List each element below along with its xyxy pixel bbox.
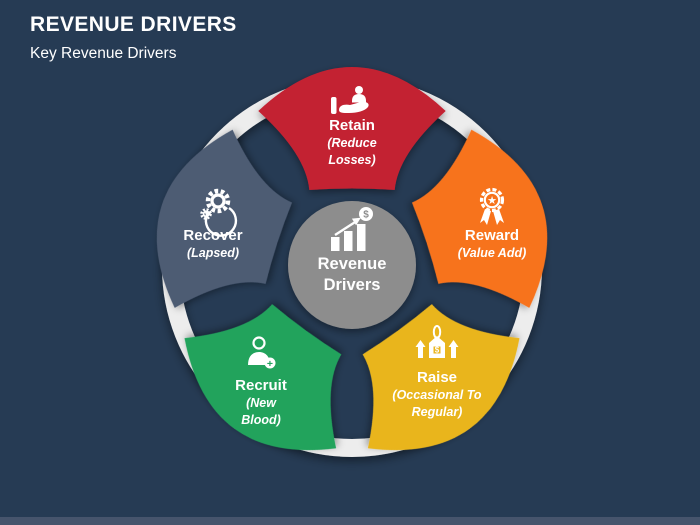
segment-title: Recruit xyxy=(235,377,287,394)
price-tag-increase-icon: $ xyxy=(415,325,459,358)
segment-label-recruit: Recruit (New Blood) xyxy=(228,377,294,428)
blades xyxy=(156,67,548,451)
segment-label-raise: Raise (Occasional To Regular) xyxy=(385,369,489,420)
center-hub-circle xyxy=(288,201,416,329)
footer-strip xyxy=(0,517,700,525)
blade-raise xyxy=(362,304,520,451)
hand-holding-person-icon xyxy=(331,86,369,114)
segment-label-recover: Recover (Lapsed) xyxy=(158,227,268,262)
plus-glyph: + xyxy=(267,358,273,370)
segment-subtitle: (Lapsed) xyxy=(186,246,240,261)
segment-subtitle: (Reduce Losses) xyxy=(327,136,377,167)
segment-subtitle: (Occasional To Regular) xyxy=(392,388,482,419)
coin-dollar-glyph: $ xyxy=(363,210,369,221)
blade-recruit xyxy=(184,304,342,451)
center-hub-label: Revenue Drivers xyxy=(292,254,412,296)
gears-recovery-icon xyxy=(200,188,238,237)
blade-retain xyxy=(258,67,446,190)
segment-title: Raise xyxy=(416,369,458,386)
slide-title: REVENUE DRIVERS xyxy=(30,13,237,36)
blade-reward xyxy=(412,129,548,308)
segment-label-reward: Reward (Value Add) xyxy=(422,227,562,262)
segment-label-retain: Retain (Reduce Losses) xyxy=(310,117,394,168)
blade-recover xyxy=(156,129,292,308)
medal-star-glyph: ★ xyxy=(487,195,497,207)
slide-subtitle: Key Revenue Drivers xyxy=(30,45,177,62)
center-label-line1: Revenue xyxy=(317,255,387,273)
center-label-line2: Drivers xyxy=(323,276,381,294)
segment-subtitle: (Value Add) xyxy=(457,246,527,261)
segment-title: Reward xyxy=(464,227,520,244)
award-ribbon-icon: ★ xyxy=(479,187,505,225)
add-person-icon: + xyxy=(248,336,276,370)
growth-bar-chart-dollar-icon: $ xyxy=(331,207,373,251)
segment-title: Recover xyxy=(183,227,243,244)
segment-subtitle: (New Blood) xyxy=(241,396,281,427)
tag-dollar-glyph: $ xyxy=(435,346,440,355)
segment-title: Retain xyxy=(329,117,375,134)
